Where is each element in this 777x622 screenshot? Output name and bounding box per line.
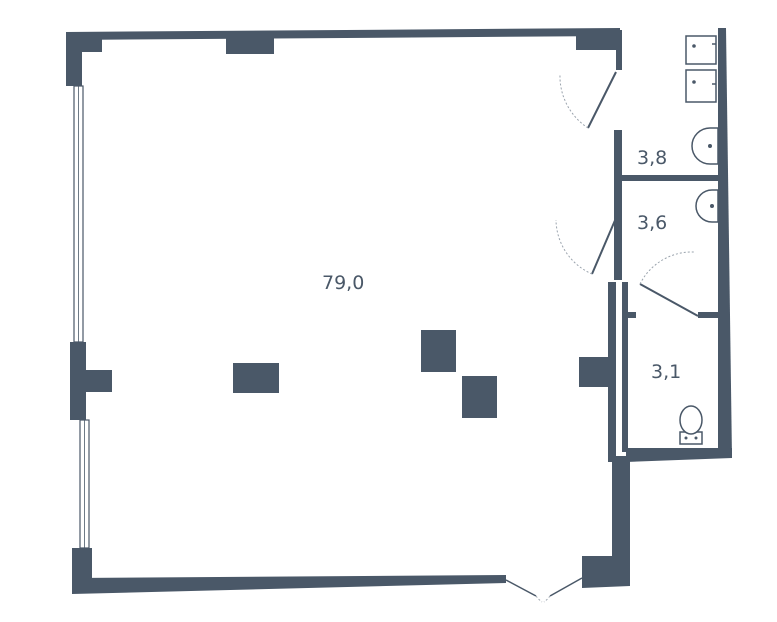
pillar-top-right — [576, 30, 622, 70]
door-bath-upper — [559, 71, 617, 129]
stove-icon — [685, 35, 717, 103]
sink-icon — [695, 189, 719, 223]
door-bath-middle — [555, 217, 617, 275]
wall-corner-top-left — [66, 32, 102, 86]
toilet-icon — [679, 405, 703, 445]
area-bath-upper: 3,8 — [637, 147, 668, 169]
door-wc — [639, 251, 699, 317]
column-3 — [462, 376, 497, 418]
wall-bottom-right — [582, 456, 630, 588]
wall-left-mid — [70, 342, 112, 420]
partition-wc-top-right — [698, 312, 722, 318]
column-1 — [233, 363, 279, 393]
door-entrance — [505, 577, 583, 603]
partition-wc-left — [622, 282, 628, 452]
area-main: 79,0 — [322, 272, 365, 294]
column-2 — [421, 330, 456, 372]
wall-bottom — [72, 575, 506, 594]
wall-right-interior-upper — [614, 130, 622, 280]
wall-bath-bottom — [626, 448, 732, 462]
partition-wc-top — [626, 312, 636, 318]
partition-bath-upper — [622, 175, 722, 181]
wall-right-outer — [718, 28, 732, 458]
sink-icon — [691, 127, 719, 165]
area-bath-middle: 3,6 — [637, 212, 668, 234]
pillar-top-center — [226, 36, 274, 54]
area-wc: 3,1 — [651, 361, 682, 383]
wall-top — [66, 28, 620, 40]
outer-walls — [66, 28, 732, 594]
column-4 — [579, 357, 615, 387]
